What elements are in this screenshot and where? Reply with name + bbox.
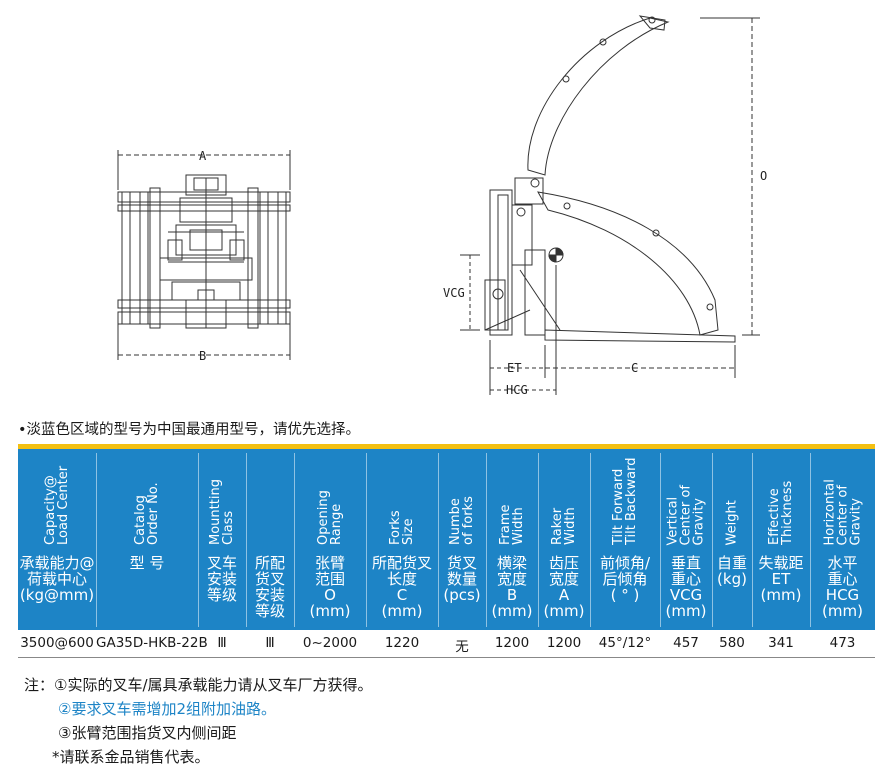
column-header-en: Numbe of forks <box>448 496 476 545</box>
table-cell: 无 <box>455 639 469 655</box>
column-header-6: Forks Size 所配货叉 长度 C (mm) <box>366 449 438 630</box>
column-header-en: Vertical Center of Gravity <box>665 484 707 545</box>
table-cell: 341 <box>768 635 794 651</box>
column-header-cn: 型 号 <box>129 554 165 572</box>
table-cell: Ⅲ <box>265 635 275 651</box>
note-2: ②要求叉车需增加2组附加油路。 <box>58 700 276 718</box>
column-header-cn: 自重 (kg) <box>716 554 747 588</box>
column-separator <box>538 453 539 627</box>
column-header-7: Numbe of forks 货叉 数量 (pcs) <box>438 449 486 630</box>
column-separator <box>486 453 487 627</box>
column-separator <box>712 453 713 627</box>
column-separator <box>198 453 199 627</box>
column-header-cn: 所配货叉 长度 C (mm) <box>371 554 432 620</box>
column-header-en: Catalog Order No. <box>133 482 161 545</box>
column-header-en: Raker Width <box>550 507 578 545</box>
column-header-8: Frame Width 横梁 宽度 B (mm) <box>486 449 538 630</box>
column-header-en: Weight <box>724 499 740 545</box>
side-view-drawing <box>460 15 760 395</box>
column-separator <box>366 453 367 627</box>
column-header-en: Mountting Class <box>208 479 236 545</box>
dim-label-et: ET <box>507 361 521 375</box>
table-cell: 1200 <box>546 635 582 651</box>
column-header-cn: 货叉 数量 (pcs) <box>443 554 481 604</box>
column-header-3: Mountting Class 叉车 安装 等级 <box>198 449 246 630</box>
dim-label-hcg: HCG <box>506 383 528 397</box>
dim-label-vcg: VCG <box>443 286 465 300</box>
column-header-cn: 承载能力@ 荷载中心 (kg@mm) <box>19 554 95 604</box>
table-cell: Ⅲ <box>217 635 227 651</box>
column-header-en: Horizontal Center of Gravity <box>822 478 863 545</box>
column-header-cn: 张臂 范围 O (mm) <box>309 554 351 620</box>
column-header-5: Opening Range 张臂 范围 O (mm) <box>294 449 366 630</box>
column-header-cn: 所配 货叉 安装 等级 <box>254 554 285 620</box>
preferred-model-note: •淡蓝色区域的型号为中国最通用型号，请优先选择。 <box>18 422 361 438</box>
column-header-en: Forks Size <box>388 510 416 545</box>
column-header-cn: 横梁 宽度 B (mm) <box>491 554 533 620</box>
column-header-cn: 垂直 重心 VCG (mm) <box>665 554 707 620</box>
column-separator <box>810 453 811 627</box>
note-1: 注：①实际的叉车/属具承载能力请从叉车厂方获得。 <box>24 676 373 694</box>
dim-label-o: O <box>760 169 767 183</box>
accent-band <box>18 444 875 449</box>
column-header-en: Opening Range <box>316 490 344 545</box>
column-separator <box>438 453 439 627</box>
column-separator <box>294 453 295 627</box>
footnotes: 注：①实际的叉车/属具承载能力请从叉车厂方获得。 ②要求叉车需增加2组附加油路。… <box>24 673 373 769</box>
column-header-en: Frame Width <box>498 504 526 545</box>
dim-label-a: A <box>199 149 207 163</box>
table-cell: GA35D-HKB-22B <box>96 635 208 651</box>
note-4: *请联系金品销售代表。 <box>52 748 210 766</box>
column-header-cn: 叉车 安装 等级 <box>206 554 237 604</box>
table-cell: 457 <box>673 635 699 651</box>
note-3: ③张臂范围指货叉内侧间距 <box>58 724 237 742</box>
column-separator <box>246 453 247 627</box>
column-header-11: Vertical Center of Gravity 垂直 重心 VCG (mm) <box>660 449 712 630</box>
column-header-4: 所配 货叉 安装 等级 <box>246 449 294 630</box>
column-header-13: Effective Thickness 失载距 ET (mm) <box>752 449 810 630</box>
column-separator <box>590 453 591 627</box>
column-header-en: Tilt Forward Tilt Backward <box>611 457 639 545</box>
table-cell: 0~2000 <box>302 635 358 651</box>
table-cell: 1200 <box>494 635 530 651</box>
column-header-1: Capacity@ Load Center 承载能力@ 荷载中心 (kg@mm) <box>18 449 96 630</box>
table-cell: 45°/12° <box>598 635 652 651</box>
column-header-9: Raker Width 齿压 宽度 A (mm) <box>538 449 590 630</box>
column-header-cn: 失载距 ET (mm) <box>758 554 804 604</box>
table-cell: 580 <box>719 635 745 651</box>
column-header-10: Tilt Forward Tilt Backward 前倾角/ 后倾角 ( ° ) <box>590 449 660 630</box>
column-header-14: Horizontal Center of Gravity 水平 重心 HCG (m… <box>810 449 875 630</box>
technical-drawing: A B <box>117 15 767 397</box>
column-header-cn: 水平 重心 HCG (mm) <box>822 554 863 620</box>
table-cell: 3500@600 <box>20 635 94 651</box>
table-cell: 473 <box>829 635 856 651</box>
column-header-2: Catalog Order No. 型 号 <box>96 449 198 630</box>
dim-label-c: C <box>631 361 638 375</box>
column-separator <box>96 453 97 627</box>
column-header-12: Weight 自重 (kg) <box>712 449 752 630</box>
column-separator <box>752 453 753 627</box>
column-separator <box>660 453 661 627</box>
table-cell: 1220 <box>384 635 420 651</box>
column-header-en: Capacity@ Load Center <box>43 465 71 545</box>
column-header-cn: 齿压 宽度 A (mm) <box>543 554 585 620</box>
front-view-drawing <box>117 150 291 360</box>
column-header-cn: 前倾角/ 后倾角 ( ° ) <box>599 554 651 604</box>
dim-label-b: B <box>199 349 206 363</box>
column-header-en: Effective Thickness <box>767 480 795 545</box>
